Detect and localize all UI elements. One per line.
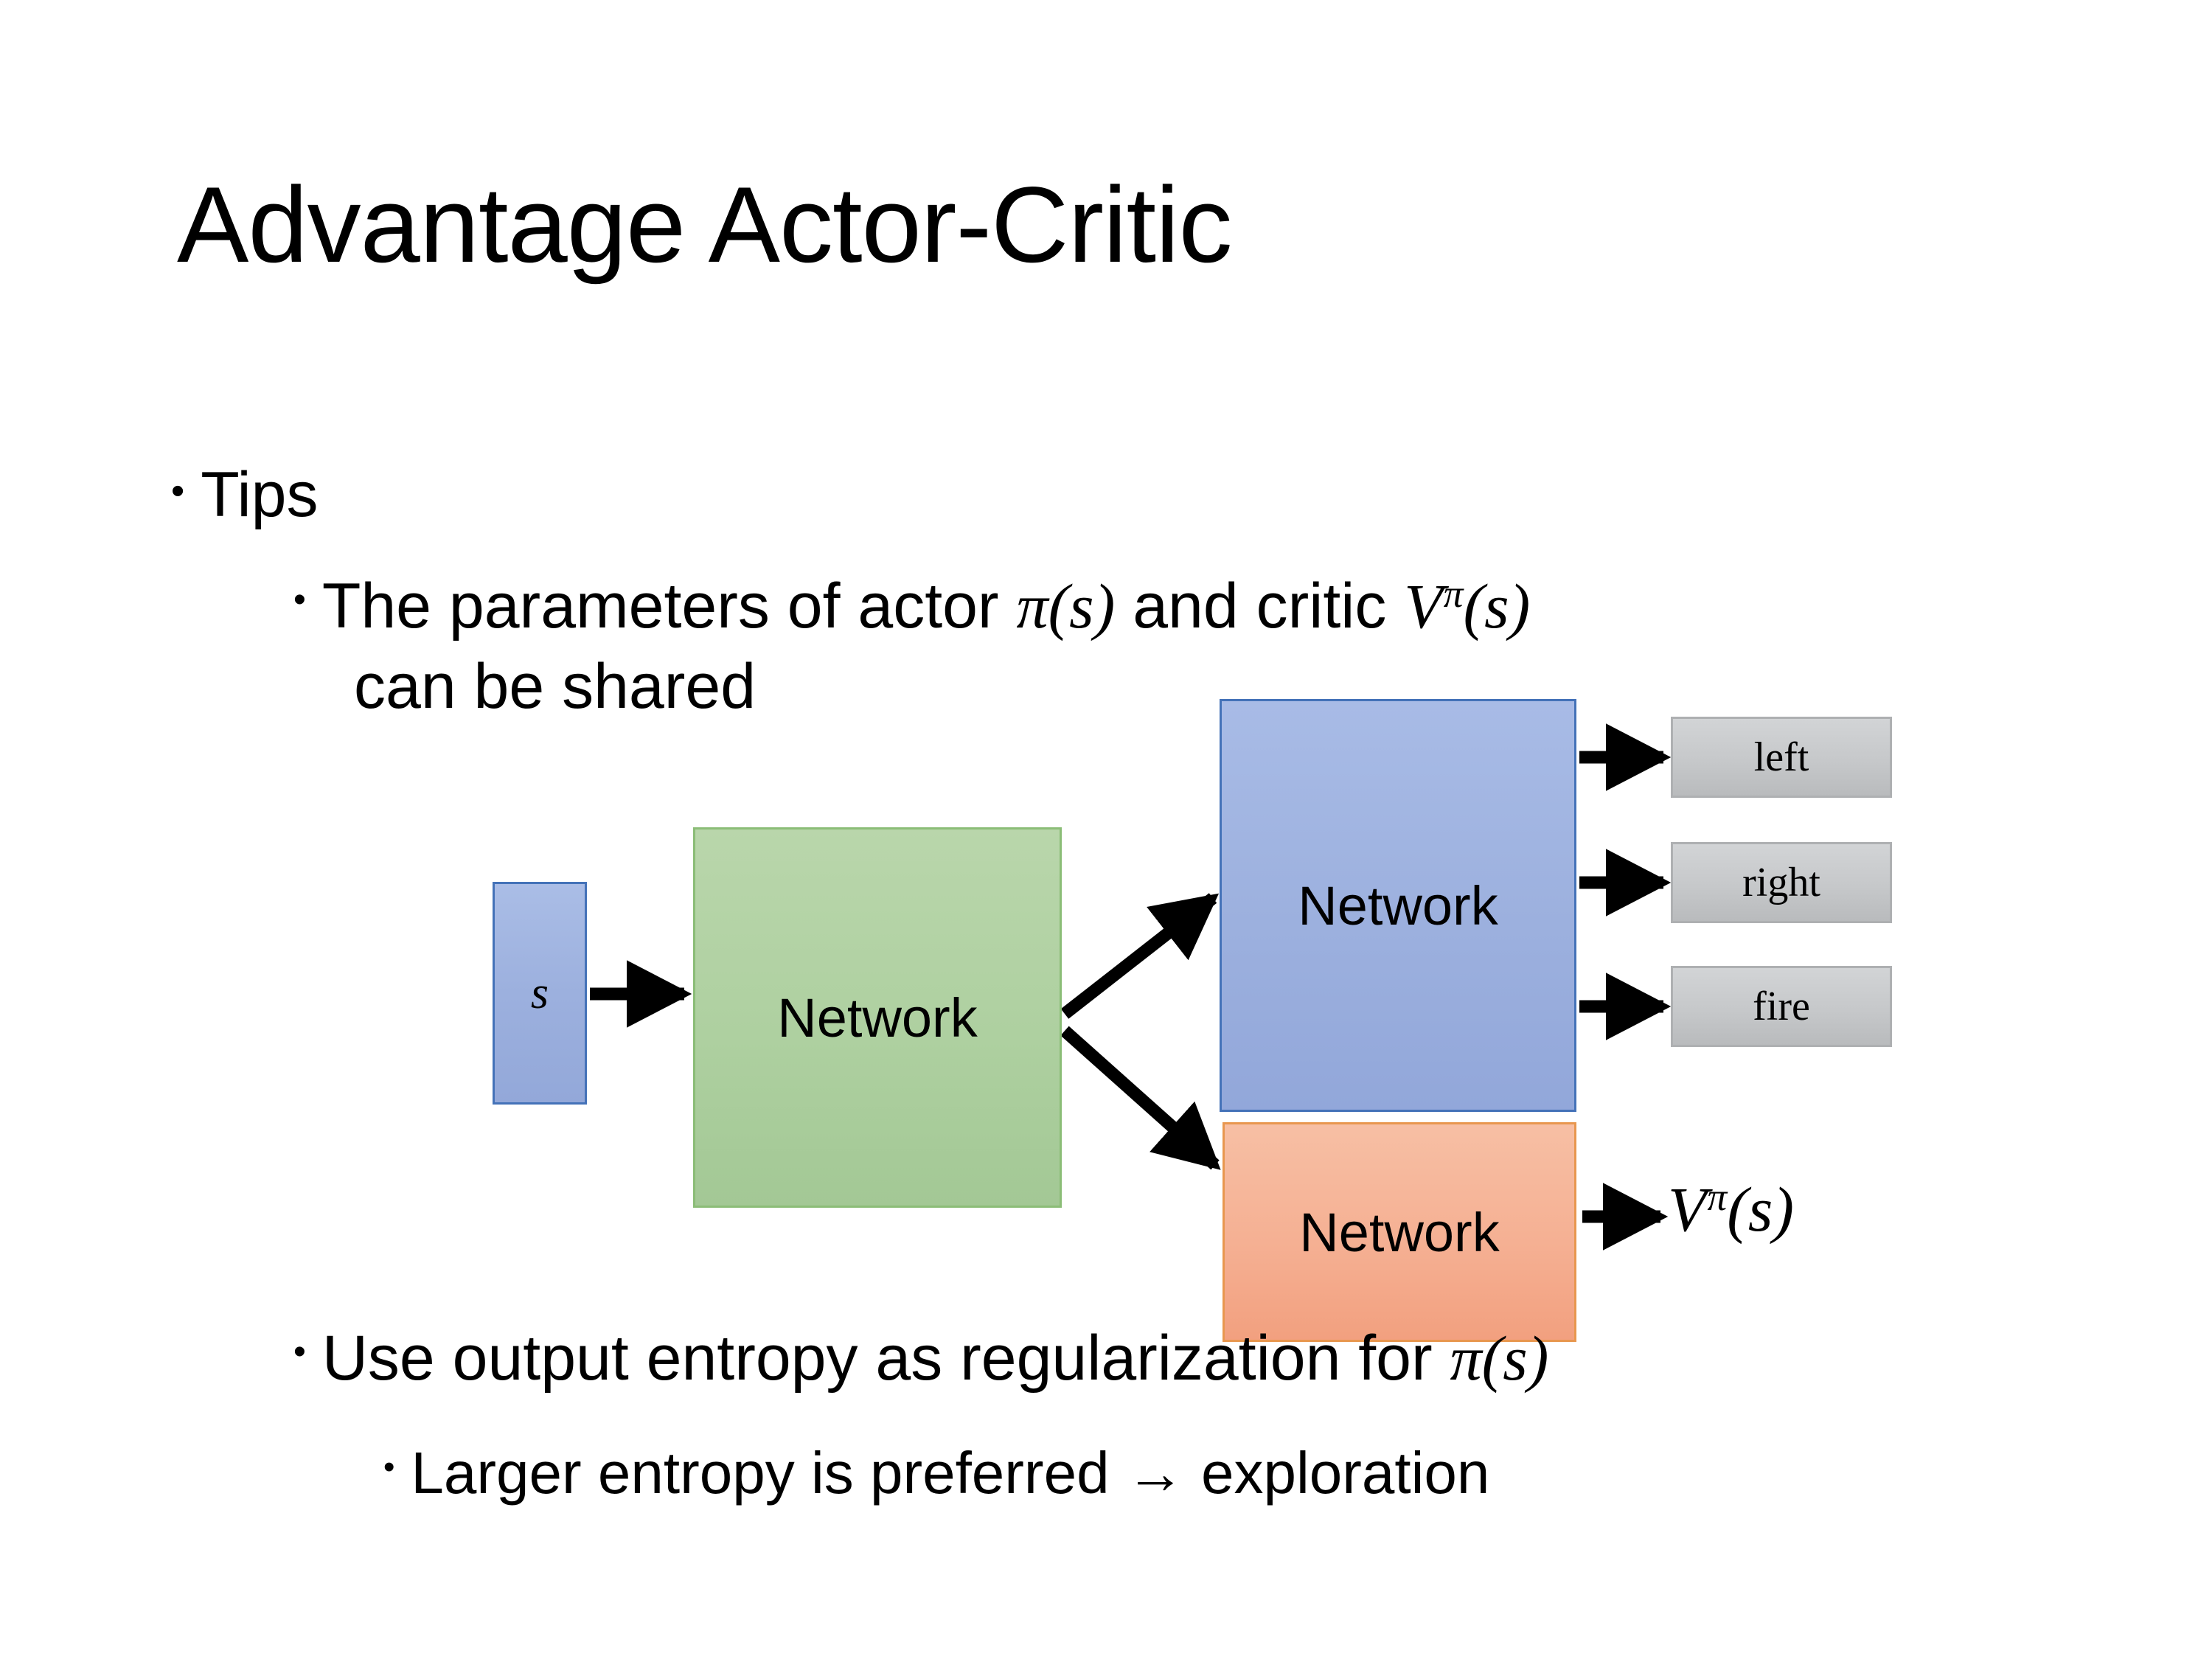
- bullet-larger-entropy: • Larger entropy is preferred → explorat…: [383, 1439, 1489, 1507]
- diagram-output-value-function: Vπ(s): [1668, 1172, 1794, 1246]
- bullet-marker-icon: •: [383, 1449, 395, 1485]
- policy-symbol: π(s): [1450, 1323, 1549, 1394]
- critic-symbol-superscript: π: [1443, 571, 1464, 616]
- bullet-larger-entropy-text: Larger entropy is preferred → exploratio…: [411, 1440, 1490, 1506]
- diagram-node-actor-network: Network: [1220, 699, 1576, 1112]
- actor-symbol: π(s): [1016, 571, 1116, 641]
- critic-network-label: Network: [1299, 1201, 1500, 1263]
- arrow-shared-to-actor: [1060, 893, 1220, 1019]
- critic-symbol-argument: (s): [1463, 571, 1531, 641]
- entropy-text-before: Use output entropy as regularization for: [321, 1323, 1450, 1394]
- input-state-label: s: [530, 967, 549, 1018]
- bullet-shared-parameters-text: The parameters of actor π(s) and critic …: [322, 569, 1530, 643]
- output-fire-label: fire: [1753, 984, 1810, 1029]
- text-before-actor: The parameters of actor: [321, 571, 1017, 641]
- bullet-marker-icon: •: [171, 470, 185, 512]
- output-left-label: left: [1753, 734, 1809, 780]
- bullet-entropy-regularization: • Use output entropy as regularization f…: [293, 1321, 1548, 1395]
- text-middle: and critic: [1115, 571, 1405, 641]
- bullet-tips: • Tips: [171, 459, 319, 532]
- value-function-symbol: Vπ(s): [1668, 1174, 1794, 1245]
- value-function-superscript: π: [1707, 1175, 1728, 1220]
- diagram-output-fire: fire: [1671, 966, 1892, 1047]
- value-function-base: V: [1668, 1174, 1707, 1245]
- critic-symbol-base: V: [1404, 571, 1443, 641]
- diagram-node-input-state: s: [493, 882, 587, 1105]
- bullet-marker-icon: •: [293, 1332, 306, 1371]
- diagram-node-critic-network: Network: [1222, 1122, 1576, 1342]
- diagram-output-left: left: [1671, 717, 1892, 798]
- bullet-marker-icon: •: [293, 580, 306, 619]
- bullet-shared-parameters: • The parameters of actor π(s) and criti…: [293, 569, 1530, 643]
- page-title: Advantage Actor-Critic: [177, 164, 1233, 285]
- bullet-tips-label: Tips: [201, 459, 319, 530]
- diagram-output-right: right: [1671, 842, 1892, 923]
- value-function-argument: (s): [1727, 1174, 1795, 1245]
- bullet-shared-parameters-line2: can be shared: [354, 651, 757, 722]
- critic-symbol: Vπ(s): [1404, 571, 1530, 641]
- diagram-node-shared-network: Network: [693, 827, 1062, 1208]
- actor-network-label: Network: [1298, 874, 1498, 936]
- arrow-shared-to-critic: [1060, 1026, 1221, 1170]
- bullet-entropy-text: Use output entropy as regularization for…: [322, 1321, 1549, 1395]
- shared-network-label: Network: [777, 987, 978, 1048]
- output-right-label: right: [1742, 860, 1820, 905]
